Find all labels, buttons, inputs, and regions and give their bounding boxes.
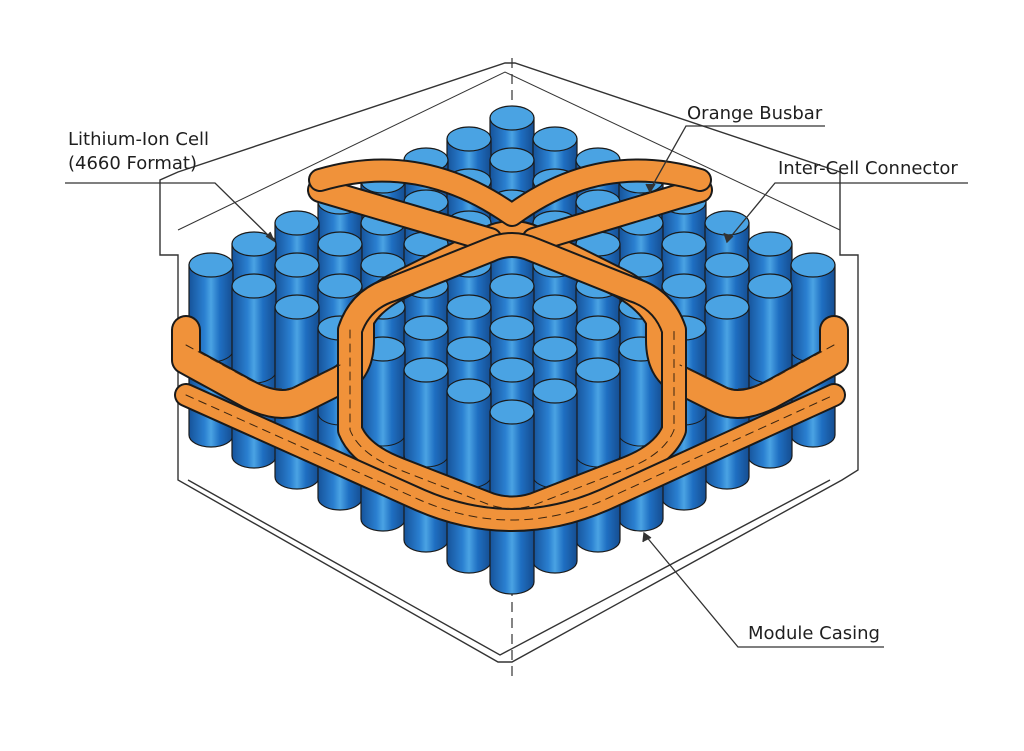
callout-cell-line2: (4660 Format) xyxy=(68,153,198,174)
busbar-network xyxy=(171,158,849,532)
arrowhead-connector xyxy=(723,232,734,244)
callout-inter-cell-connector: Inter-Cell Connector xyxy=(778,158,958,180)
leader-casing xyxy=(644,534,884,648)
arrowhead-casing xyxy=(642,531,652,543)
callout-busbar-text: Orange Busbar xyxy=(687,103,823,124)
callout-orange-busbar: Orange Busbar xyxy=(687,103,822,125)
module-casing xyxy=(159,62,859,663)
callout-cell-line1: Lithium-Ion Cell xyxy=(68,129,210,150)
callout-lithium-ion-cell: Lithium-Ion Cell (4660 Format) xyxy=(68,128,209,176)
callout-module-casing: Module Casing xyxy=(748,623,880,645)
leader-connector xyxy=(727,182,968,241)
callout-casing-text: Module Casing xyxy=(748,623,880,644)
arrowhead-cell xyxy=(265,231,276,243)
leader-busbar xyxy=(649,125,825,191)
arrowhead-busbar xyxy=(645,183,656,194)
leader-lines xyxy=(65,125,968,648)
callout-connector-text: Inter-Cell Connector xyxy=(778,158,958,179)
leader-cell xyxy=(65,182,274,241)
